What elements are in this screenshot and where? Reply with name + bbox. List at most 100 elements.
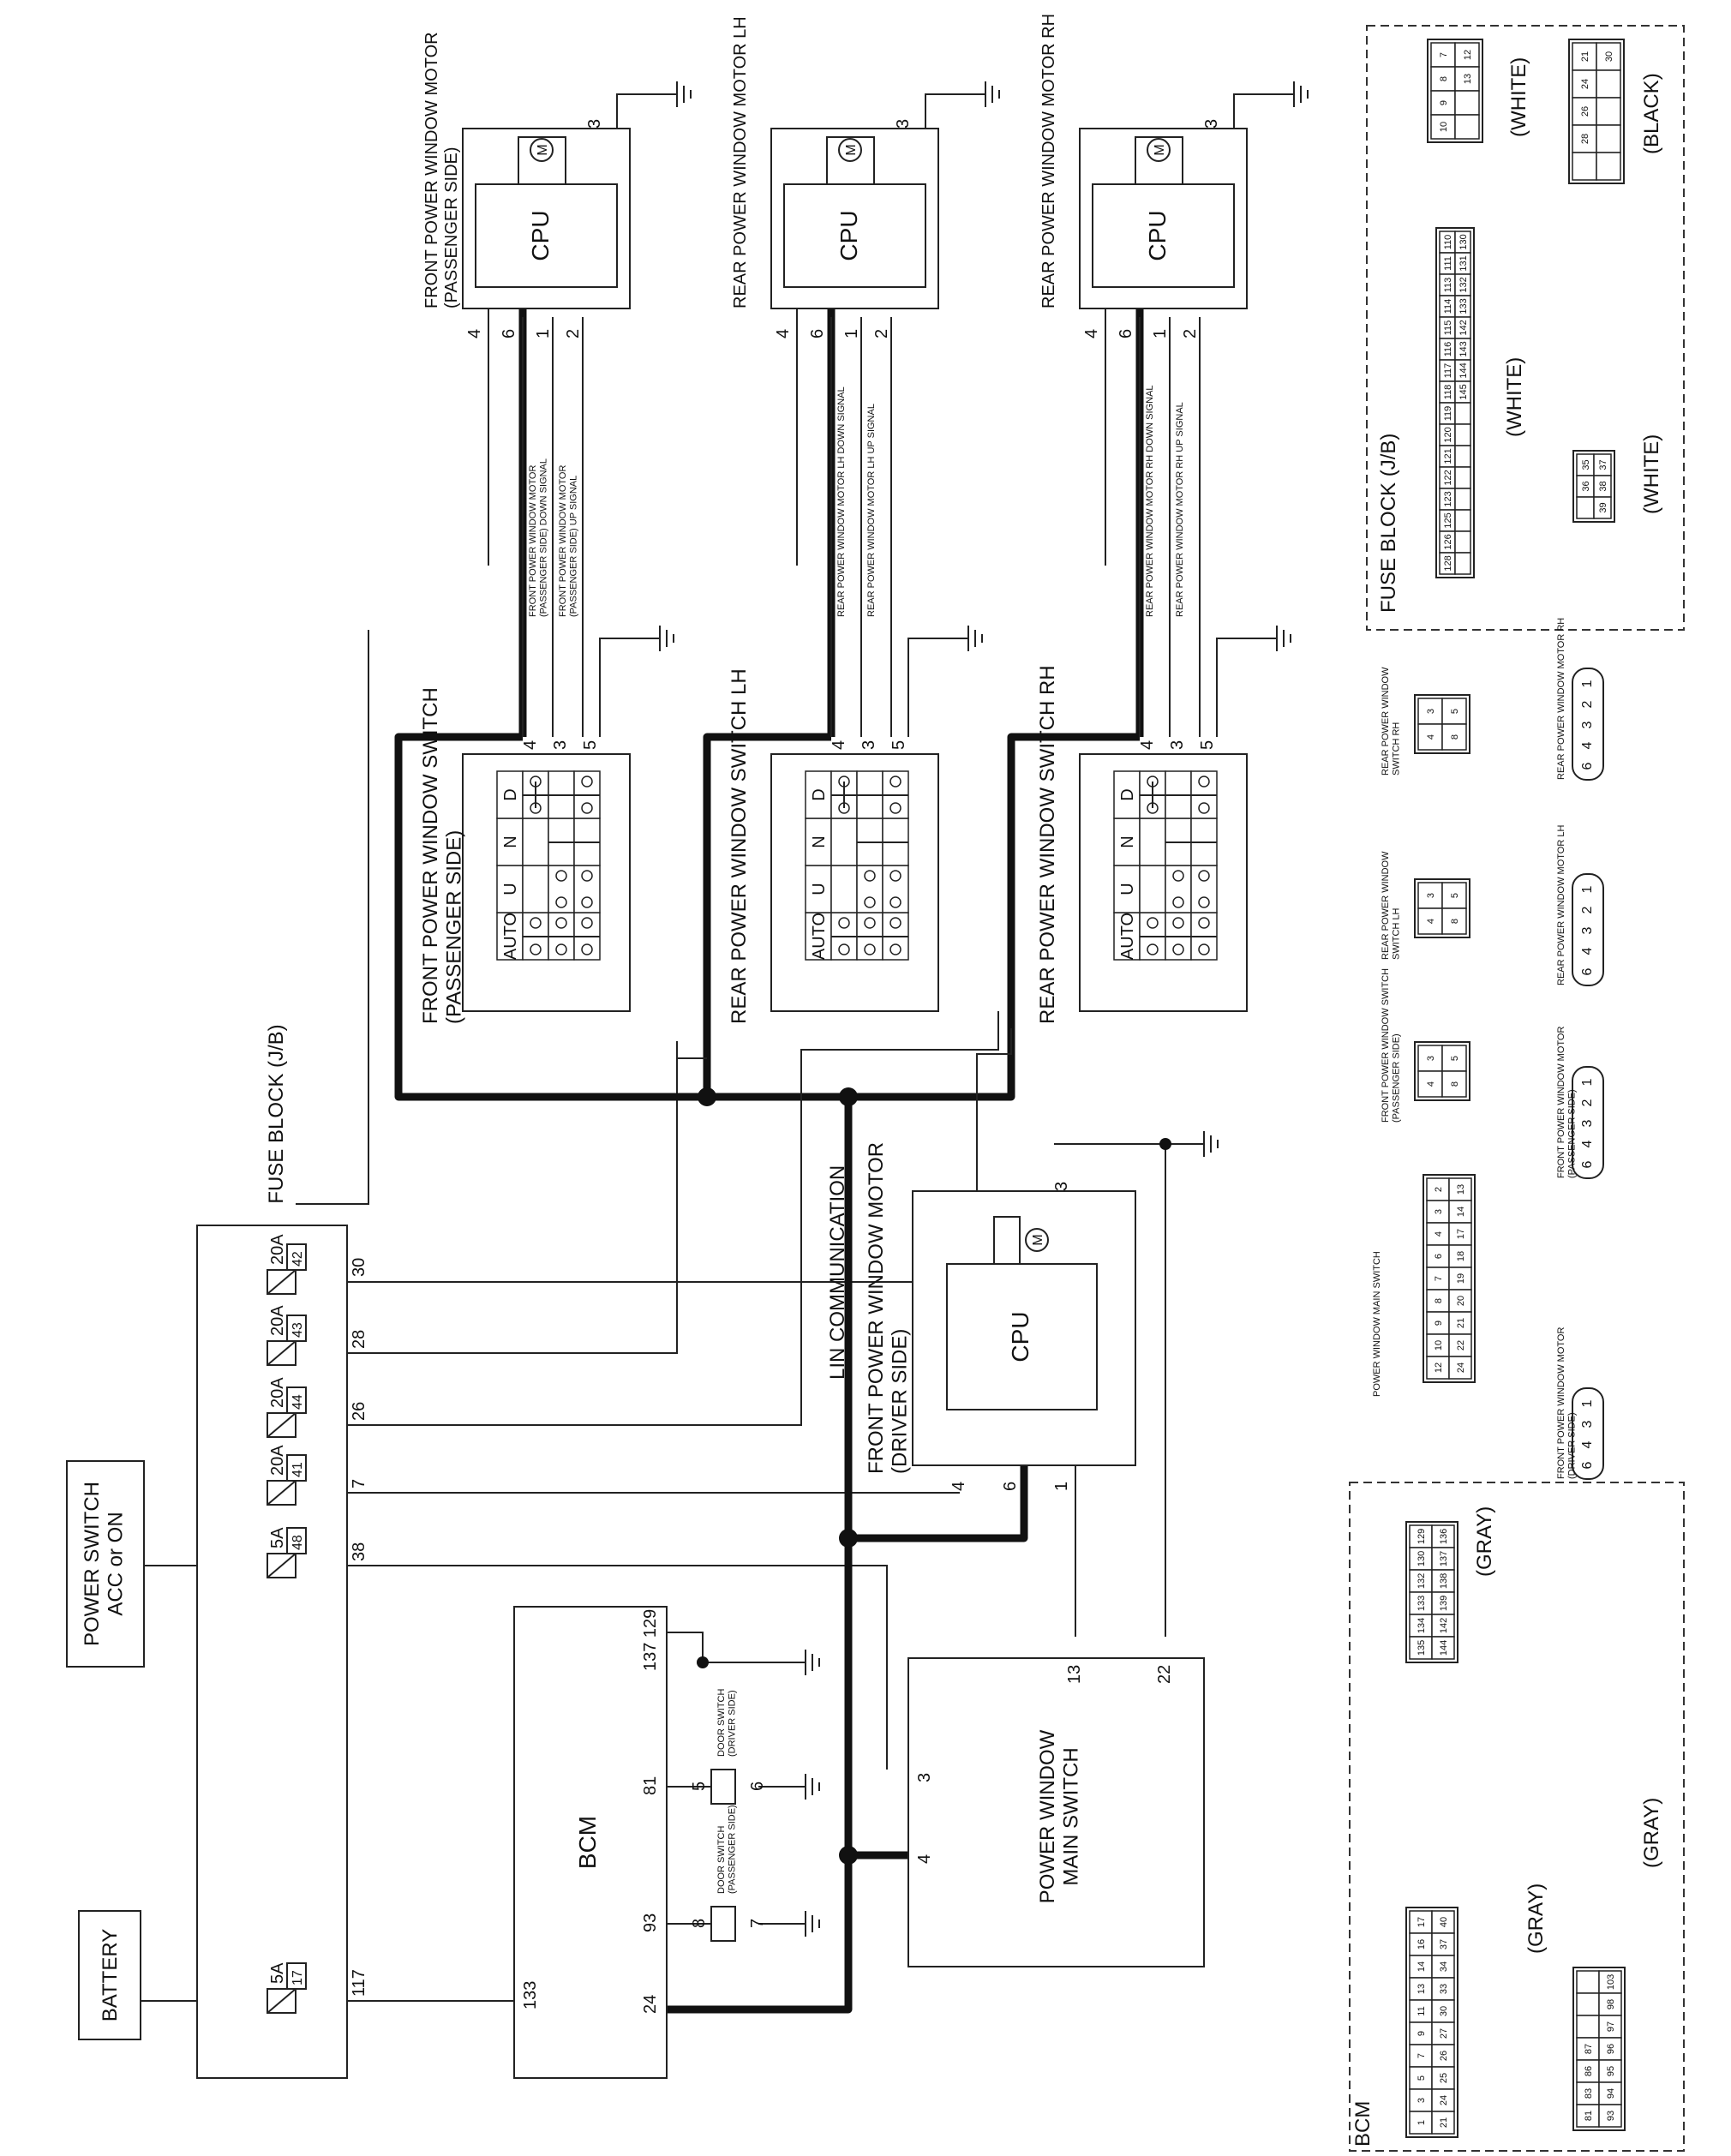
svg-text:9: 9 (1434, 1321, 1444, 1326)
svg-text:DOOR SWITCH(PASSENGER SIDE): DOOR SWITCH(PASSENGER SIDE) (716, 1805, 738, 1894)
fb-connector-a: 1101111131141151161171181191201211221231… (1435, 227, 1475, 578)
svg-text:4: 4 (915, 1854, 934, 1864)
svg-text:25: 25 (1439, 2073, 1449, 2083)
svg-text:11: 11 (1417, 2006, 1427, 2015)
bcm-pins: 133 24 93 81 137 129 (521, 1609, 660, 2014)
svg-text:10: 10 (1439, 122, 1449, 132)
svg-text:8: 8 (1450, 1081, 1460, 1087)
svg-text:5: 5 (690, 1782, 709, 1791)
bcm-connector-a-color: (GRAY) (1524, 1884, 1548, 1954)
fuse-number: 43 (290, 1322, 305, 1338)
switch-position: D (1118, 788, 1137, 800)
fuse-number: 17 (290, 1970, 305, 1985)
pin: 5 (581, 740, 600, 750)
svg-text:4: 4 (1426, 734, 1436, 740)
svg-text:35: 35 (1581, 459, 1591, 470)
svg-text:26: 26 (1439, 2051, 1449, 2061)
pin: 3 (860, 740, 878, 750)
svg-text:133: 133 (1417, 1596, 1427, 1611)
pin: 4 (774, 329, 793, 338)
fuse-amperage: 20A (268, 1234, 287, 1265)
svg-text:130: 130 (1417, 1551, 1427, 1566)
svg-text:2: 2 (1580, 700, 1595, 708)
svg-text:6: 6 (1001, 1482, 1020, 1491)
switch-name: REAR POWER WINDOW SWITCH RH (1036, 665, 1059, 1024)
svg-text:12: 12 (1434, 1362, 1444, 1373)
fuse-number: 44 (290, 1394, 305, 1410)
bcm-connector-title: BCM (1351, 2101, 1375, 2147)
svg-text:4: 4 (1426, 1081, 1436, 1087)
svg-text:81: 81 (641, 1776, 660, 1795)
svg-text:17: 17 (1417, 1917, 1427, 1927)
svg-text:M: M (1031, 1234, 1045, 1245)
svg-text:131: 131 (1458, 255, 1469, 271)
svg-text:36: 36 (1581, 481, 1591, 491)
svg-text:12: 12 (1463, 50, 1473, 60)
pin: 4 (465, 329, 484, 338)
svg-text:6: 6 (1580, 1160, 1595, 1168)
battery-label: BATTERY (99, 1929, 122, 2021)
driver-motor-cpu: CPU (1007, 1311, 1033, 1362)
svg-text:13: 13 (1065, 1665, 1084, 1684)
svg-text:142: 142 (1458, 320, 1469, 335)
svg-text:21: 21 (1456, 1318, 1466, 1328)
bcm-label: BCM (574, 1816, 601, 1869)
svg-text:22: 22 (1456, 1340, 1466, 1350)
fuse-number: 41 (290, 1462, 305, 1477)
pin: 1 (842, 329, 861, 338)
svg-text:4: 4 (1580, 947, 1595, 955)
rear-lh-switch-connector-name: REAR POWER WINDOWSWITCH LH (1381, 851, 1402, 960)
bcm-connector-c-color: (GRAY) (1473, 1506, 1496, 1577)
svg-text:94: 94 (1606, 2088, 1616, 2099)
svg-text:13: 13 (1456, 1184, 1466, 1195)
svg-text:8: 8 (690, 1919, 709, 1928)
svg-text:9: 9 (1417, 2031, 1427, 2036)
svg-text:30: 30 (1439, 2006, 1449, 2016)
rear-lh-motor-connector-name: REAR POWER WINDOW MOTOR LH (1556, 825, 1566, 985)
switch-position: U (810, 883, 829, 895)
svg-text:21: 21 (1439, 2117, 1449, 2128)
svg-text:16: 16 (1417, 1939, 1427, 1949)
fuse-amperage: 20A (268, 1445, 287, 1476)
svg-text:3: 3 (1426, 709, 1436, 714)
svg-text:83: 83 (1584, 2088, 1594, 2099)
svg-text:142: 142 (1439, 1618, 1449, 1633)
motor-cpu: CPU (527, 210, 554, 261)
svg-text:20: 20 (1456, 1296, 1466, 1306)
fuse-block-pins: 117 38 7 26 28 30 (350, 1258, 368, 1997)
svg-text:10: 10 (1434, 1340, 1444, 1350)
svg-text:1: 1 (1580, 1399, 1595, 1407)
bcm-box (513, 1606, 668, 2079)
rear-rh-motor-connector-name: REAR POWER WINDOW MOTOR RH (1556, 618, 1566, 780)
switch-name: FRONT POWER WINDOW SWITCH(PASSENGER SIDE… (419, 687, 466, 1024)
svg-text:6: 6 (748, 1782, 767, 1791)
driver-motor-label: FRONT POWER WINDOW MOTOR(DRIVER SIDE) (865, 1142, 912, 1474)
svg-text:9: 9 (1439, 100, 1449, 105)
motor-name: REAR POWER WINDOW MOTOR LH (731, 16, 750, 308)
pin: 2 (872, 329, 891, 338)
fuse-block-connectors: 1101111131141151161171181191201211221231… (1427, 39, 1663, 578)
svg-text:40: 40 (1439, 1917, 1449, 1927)
svg-text:7: 7 (1439, 52, 1449, 57)
svg-text:7: 7 (748, 1919, 767, 1928)
main-switch-box (907, 1657, 1205, 1967)
switch-position: N (810, 835, 829, 847)
pin: 3 (894, 119, 913, 129)
motor-name: FRONT POWER WINDOW MOTOR(PASSENGER SIDE) (422, 32, 461, 308)
svg-text:114: 114 (1443, 299, 1453, 314)
svg-text:120: 120 (1443, 427, 1453, 442)
svg-text:3: 3 (1580, 926, 1595, 934)
svg-text:8: 8 (1450, 734, 1460, 740)
svg-text:137: 137 (1439, 1551, 1449, 1566)
svg-text:96: 96 (1606, 2044, 1616, 2054)
svg-text:3: 3 (1580, 1119, 1595, 1127)
passenger-motor-connector-name: FRONT POWER WINDOW MOTOR(PASSENGER SIDE) (1556, 1027, 1578, 1178)
